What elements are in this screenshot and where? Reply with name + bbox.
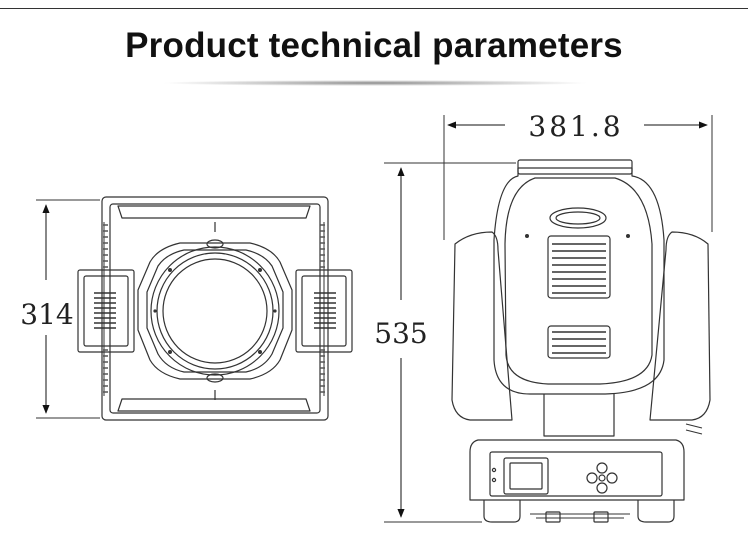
side-height-dimension xyxy=(384,162,516,523)
front-side-vents xyxy=(103,224,325,393)
side-height-label: 535 xyxy=(374,317,427,350)
front-lens-outer xyxy=(150,246,280,376)
side-oval-window xyxy=(549,207,607,229)
page-title: Product technical parameters xyxy=(125,26,623,65)
base-display-window xyxy=(503,457,549,495)
side-width-label: 381.8 xyxy=(528,110,623,143)
side-view-drawing xyxy=(451,159,711,523)
front-left-handle xyxy=(77,269,135,353)
side-lower-vents xyxy=(547,325,611,359)
top-divider xyxy=(0,8,748,9)
front-right-handle xyxy=(295,269,353,353)
side-base xyxy=(469,439,685,523)
front-lens-inner xyxy=(156,252,274,370)
front-height-label: 314 xyxy=(20,298,73,331)
title-underline-shadow xyxy=(160,80,590,86)
front-height-dimension xyxy=(36,199,100,419)
side-width-dimension xyxy=(443,115,713,240)
base-control-buttons xyxy=(586,462,618,494)
side-upper-vents xyxy=(547,235,611,299)
front-view-drawing xyxy=(77,196,353,421)
